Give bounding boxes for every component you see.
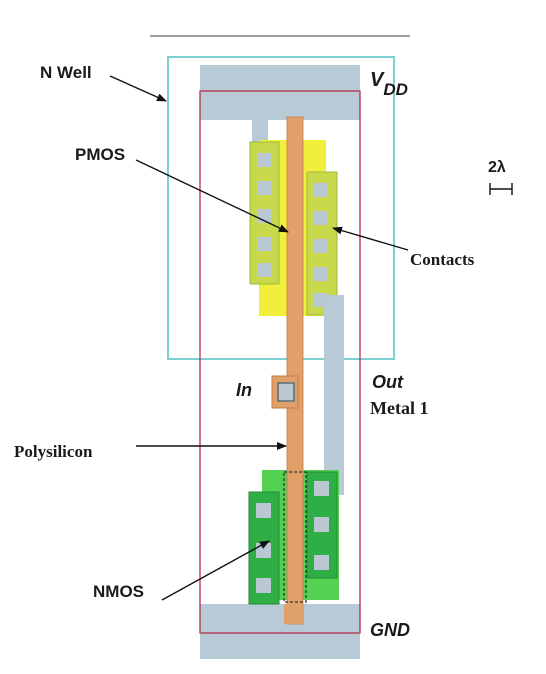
in-label: In [236,380,252,400]
n-well-label: N Well [40,63,92,82]
metal1-label: Metal 1 [370,398,428,418]
contact-square [314,293,328,307]
polysilicon-label: Polysilicon [14,442,93,461]
contact-square [314,183,328,197]
vdd-label-main: V [370,69,385,91]
contact-square [314,211,328,225]
gnd-label: GND [370,620,410,640]
contact-square [314,239,328,253]
nmos-label: NMOS [93,582,144,601]
scale-bar [489,183,513,195]
pmos-label: PMOS [75,145,125,164]
contacts-label: Contacts [410,250,475,269]
contact-square [258,181,272,195]
gnd-rail [200,604,360,659]
contact-square [314,481,329,496]
contact-square [258,263,272,277]
pmos-arrow [135,159,289,233]
contacts-arrow [332,226,409,251]
contact-square [314,267,328,281]
input-contact [277,382,295,402]
contact-square [258,237,272,251]
out-label: Out [372,372,404,392]
scale-label: 2λ [488,159,506,176]
contact-square [314,555,329,570]
output-metal1 [324,295,344,495]
n-well-arrow [109,75,167,102]
contact-square [314,517,329,532]
contact-square [256,503,271,518]
vdd-rail [200,65,360,120]
contact-square [256,578,271,593]
n-well-outline [167,56,395,360]
contact-square [258,153,272,167]
cell-outline [199,90,361,634]
polysilicon-tab [284,604,304,624]
contact-square [256,543,271,558]
vdd-label: VDD [370,69,408,99]
nmos-arrow [161,540,270,601]
nmos-gate-region [283,471,307,603]
polysilicon-gate [286,116,304,625]
vdd-label-sub: DD [383,80,408,99]
